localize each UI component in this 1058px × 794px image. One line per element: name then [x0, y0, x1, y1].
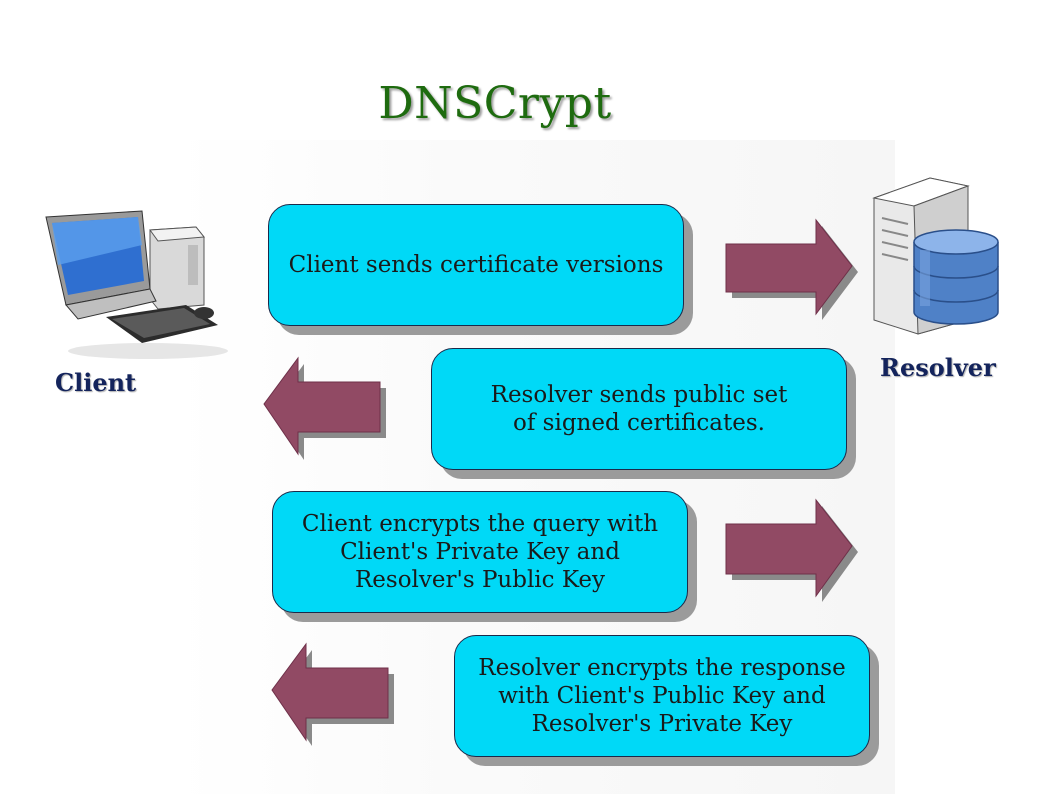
step-3-box: Client encrypts the query with Client's …: [272, 491, 688, 613]
server-database-icon: [872, 177, 999, 335]
resolver-label: Resolver: [880, 353, 996, 382]
diagram-title: DNSCrypt: [378, 78, 612, 129]
client-label: Client: [55, 368, 137, 397]
arrow-right-step-1: [725, 218, 858, 320]
arrow-right-step-3: [725, 498, 858, 602]
arrow-left-step-2: [263, 356, 386, 460]
arrow-left-step-4: [271, 642, 394, 746]
step-4-box: Resolver encrypts the response with Clie…: [454, 635, 870, 757]
step-2-box: Resolver sends public set of signed cert…: [431, 348, 847, 470]
desktop-computer-icon: [45, 210, 228, 359]
step-1-box: Client sends certificate versions: [268, 204, 684, 326]
